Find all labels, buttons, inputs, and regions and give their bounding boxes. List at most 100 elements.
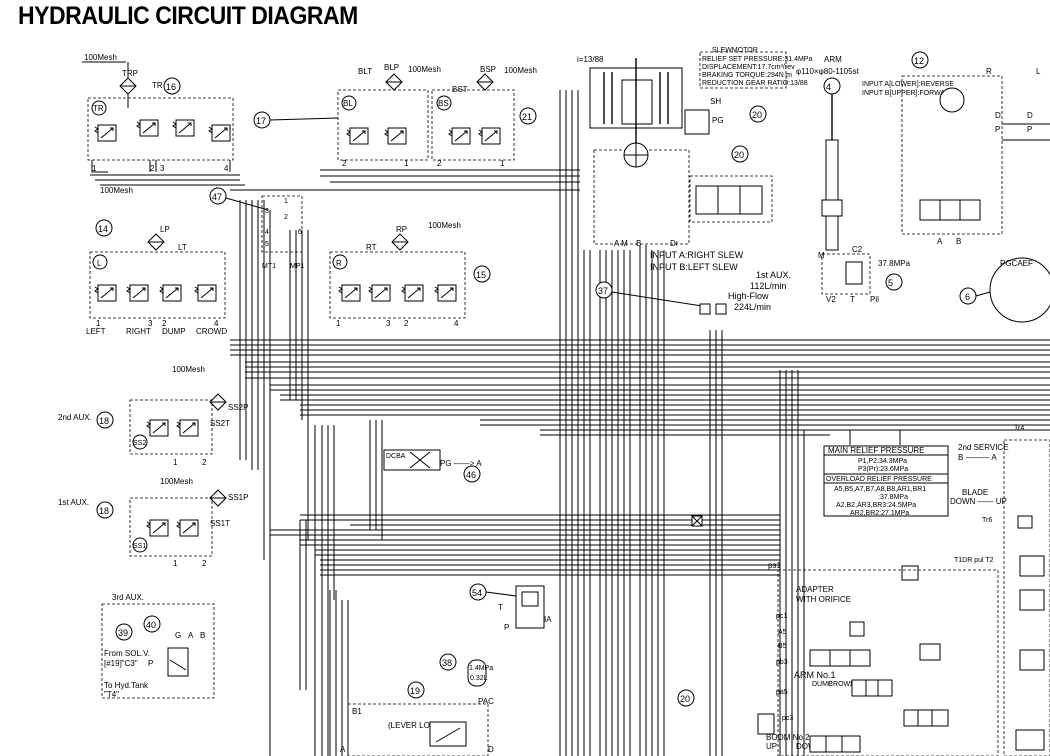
- shuttle-block: 47 1 2 3 4 5 6 MT1 MP1: [209, 187, 305, 270]
- tm-a: A: [937, 237, 943, 246]
- adapter-label: ADAPTER: [796, 585, 834, 594]
- blade-swing-pilot-valve: BLT BLP 100Mesh BST BSP 100Mesh BL BS 2 …: [253, 63, 537, 168]
- callout-14: 14: [98, 224, 108, 234]
- slew-spec-4: REDUCTION GEAR RATIO:13/88: [702, 80, 808, 87]
- callout-18b: 18: [99, 506, 109, 516]
- t-label: T: [850, 295, 855, 304]
- pg-a-label: PG ——> A: [440, 459, 482, 468]
- mesh-label-6: 100Mesh: [172, 365, 205, 374]
- callout-4: 20: [734, 150, 744, 160]
- gear-ratio: i=13/88: [577, 55, 604, 64]
- accumulator-lever-lock: 38 1.4MPa 0.32L 19 B1 PAC (LEVER LOCK) A…: [340, 653, 494, 756]
- slew-motor: i=13/88 SLEWMOTOR RELIEF SET PRESSURE:31…: [577, 47, 812, 272]
- bl-label: BL: [343, 99, 353, 108]
- callout-20b: 20: [680, 694, 690, 704]
- ps1-label: ps1: [768, 561, 781, 570]
- aux3-a: A: [188, 631, 194, 640]
- orifice-label: WITH ORIFICE: [796, 595, 851, 604]
- aux2-valve: 100Mesh SS2P SS2T 2nd AUX. 18 SS2 1 2: [58, 365, 248, 467]
- arm-dim: φ110×φ80-1105st: [796, 67, 860, 76]
- tr4-label: Tr4: [1014, 425, 1024, 432]
- tm-b: B: [956, 237, 961, 246]
- aux2-port-2: 2: [202, 458, 207, 467]
- aux3-b: B: [200, 631, 205, 640]
- port-2: 2: [150, 164, 155, 173]
- aux1-port-1: 1: [173, 559, 178, 568]
- aux3-p: P: [148, 659, 153, 668]
- am-label: A M: [614, 239, 628, 248]
- aux2-label: 2nd AUX.: [58, 413, 92, 422]
- blp-label: BLP: [384, 63, 399, 72]
- bs-port-1: 1: [500, 159, 505, 168]
- rp-label: RP: [396, 225, 407, 234]
- callout-17: 17: [256, 116, 266, 126]
- aux1-valve: 100Mesh SS1P SS1T 1st AUX. 18 SS1 1 2: [58, 477, 248, 568]
- ss2p-label: SS2P: [228, 403, 248, 412]
- l-port-3: 3: [148, 319, 153, 328]
- flow-annotation: 37 1st AUX. 112L/min High-Flow 224L/min: [595, 270, 791, 315]
- mesh-label-5: 100Mesh: [428, 221, 461, 230]
- arm-cylinder: ARM φ110×φ80-1105st 4: [796, 55, 860, 251]
- tm-d2: D: [1027, 111, 1033, 120]
- slew-spec-1: RELIEF SET PRESSURE:31.4MPa: [702, 56, 812, 63]
- bl-port-1: 1: [404, 159, 409, 168]
- crowd-label: CROWD: [196, 327, 227, 336]
- page-title: HYDRAULIC CIRCUIT DIAGRAM: [18, 2, 358, 30]
- mr-2: P3(Pr):23.6MPa: [858, 466, 908, 473]
- sv54-p: P: [504, 623, 509, 632]
- callout-21: 21: [522, 112, 532, 122]
- ss2t-label: SS2T: [210, 419, 230, 428]
- slew-title: SLEWMOTOR: [712, 47, 758, 54]
- callout-15: 15: [476, 270, 486, 280]
- trp-label: TRP: [122, 69, 138, 78]
- port-4: 4: [224, 164, 229, 173]
- swivel-ports: PGCAEF: [1000, 259, 1033, 268]
- bs-port-2: 2: [437, 159, 442, 168]
- callout-46: 46: [466, 470, 476, 480]
- mr-1: P1,P2:34.3MPa: [858, 458, 907, 465]
- from-solv-2: [#19]"C3": [104, 659, 138, 668]
- ss2-label: SS2: [133, 440, 146, 447]
- sb-6: 6: [298, 229, 302, 236]
- service2-ba: B ——— A: [958, 453, 997, 462]
- blt-label: BLT: [358, 67, 372, 76]
- to-tank: To Hyd.Tank: [104, 681, 149, 690]
- flow-112: 112L/min: [750, 281, 786, 291]
- aux1st-label: 1st AUX.: [756, 270, 791, 280]
- v2-label: V2: [826, 295, 836, 304]
- pc3-label: pc3: [782, 715, 793, 722]
- l-label: L: [97, 259, 102, 268]
- r-port-3: 3: [386, 319, 391, 328]
- up-label: UP: [766, 742, 777, 751]
- mesh-label-2: 100Mesh: [408, 65, 441, 74]
- tr6-label: Tr6: [982, 517, 992, 524]
- tm-d: D: [995, 111, 1001, 120]
- a-bottom: A: [340, 745, 346, 754]
- l-port-1: 1: [96, 319, 101, 328]
- dump-label: DUMP: [162, 327, 186, 336]
- pa5-label: pa5: [776, 689, 788, 696]
- sb-3: 3: [265, 208, 269, 215]
- ss1p-label: SS1P: [228, 493, 248, 502]
- pressure-378: 37.8MPa: [878, 259, 911, 268]
- pb3-label: pb3: [776, 659, 788, 666]
- boom-label: BOOM No.2: [766, 733, 810, 742]
- mp1-label: MP1: [290, 263, 305, 270]
- sv54-ia: IA: [544, 615, 552, 624]
- b-label: B: [636, 239, 641, 248]
- pil-label: Pil: [870, 295, 879, 304]
- bsp-label: BSP: [480, 65, 496, 74]
- l-port-4: 4: [214, 319, 219, 328]
- bs-label: BS: [438, 99, 449, 108]
- m-label: M: [818, 251, 825, 260]
- slew-spec-3: BRAKING TORQUE:294N·m: [702, 72, 792, 79]
- overload-title: OVERLOAD RELIEF PRESSURE: [826, 476, 932, 483]
- lever-lock-label: (LEVER LOCK): [388, 721, 444, 730]
- swivel-joint: PGCAEF 6: [959, 257, 1050, 323]
- input-upper: INPUT B[UPPER]:FORWARD: [862, 90, 955, 97]
- flow-224: 224L/min: [734, 302, 771, 312]
- port-3: 3: [160, 164, 165, 173]
- r-port-2: 2: [404, 319, 409, 328]
- bl-port-2: 2: [342, 159, 347, 168]
- armno1-label: ARM No.1: [794, 670, 836, 680]
